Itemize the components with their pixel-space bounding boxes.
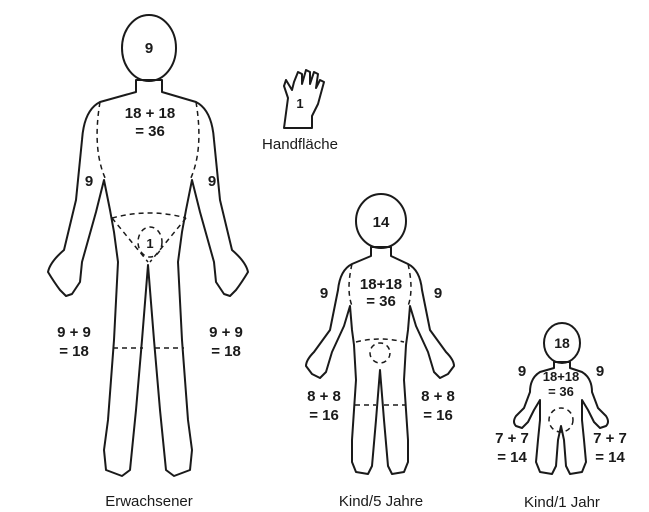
adult-arm-left-label: 9 bbox=[85, 173, 93, 190]
child5-groin-line bbox=[356, 339, 404, 342]
adult-leg-left-label-2: = 18 bbox=[59, 343, 89, 360]
child1-arm-left-label: 9 bbox=[518, 363, 526, 380]
child1-leg-left-label-1: 7 + 7 bbox=[495, 430, 529, 447]
adult-trunk-label-1: 18 + 18 bbox=[125, 105, 175, 122]
adult-leg-right-label-1: 9 + 9 bbox=[209, 324, 243, 341]
child5-trunk-label-2: = 36 bbox=[366, 293, 396, 310]
child5-leg-left-label-1: 8 + 8 bbox=[307, 388, 341, 405]
child5-leg-right-label-1: 8 + 8 bbox=[421, 388, 455, 405]
adult-shoulder-line-right bbox=[190, 102, 199, 180]
adult-trunk-label-2: = 36 bbox=[135, 123, 165, 140]
adult-head-label: 9 bbox=[145, 40, 153, 57]
child5-shoulder-right bbox=[408, 264, 411, 306]
child1-caption: Kind/1 Jahr bbox=[524, 494, 600, 511]
child5-leg-right-label-2: = 16 bbox=[423, 407, 453, 424]
child5-leg-left-label-2: = 16 bbox=[309, 407, 339, 424]
adult-caption: Erwachsener bbox=[105, 493, 193, 510]
child5-caption: Kind/5 Jahre bbox=[339, 493, 423, 510]
adult-leg-left-label-1: 9 + 9 bbox=[57, 324, 91, 341]
child1-head-label: 18 bbox=[554, 335, 570, 351]
child5-figure: 14 18+18 = 36 9 9 8 + 8 = 16 8 + 8 = 16 … bbox=[306, 194, 455, 510]
child1-arm-right-label: 9 bbox=[596, 363, 604, 380]
child5-trunk-label-1: 18+18 bbox=[360, 276, 402, 293]
child5-arm-left-label: 9 bbox=[320, 285, 328, 302]
child5-shoulder-left bbox=[349, 264, 352, 306]
child5-arm-right-label: 9 bbox=[434, 285, 442, 302]
adult-arm-right-label: 9 bbox=[208, 173, 216, 190]
child1-leg-right-label-1: 7 + 7 bbox=[593, 430, 627, 447]
adult-figure: 9 18 + 18 = 36 9 9 1 9 + 9 = 18 9 + 9 = … bbox=[48, 15, 248, 510]
child5-head-label: 14 bbox=[373, 214, 390, 231]
adult-leg-right-label-2: = 18 bbox=[211, 343, 241, 360]
child1-trunk-label-1: 18+18 bbox=[543, 369, 580, 384]
palm-figure: 1 Handfläche bbox=[262, 70, 338, 153]
palm-hand-icon bbox=[284, 70, 324, 128]
child1-leg-left-label-2: = 14 bbox=[497, 449, 527, 466]
child1-figure: 18 18+18 = 36 9 9 7 + 7 = 14 7 + 7 = 14 … bbox=[495, 323, 627, 511]
palm-caption: Handfläche bbox=[262, 136, 338, 153]
child1-trunk-label-2: = 36 bbox=[548, 384, 574, 399]
palm-label: 1 bbox=[296, 96, 303, 111]
adult-groin-line bbox=[112, 213, 186, 218]
adult-shoulder-line bbox=[97, 102, 106, 180]
child5-genital-area bbox=[370, 343, 390, 363]
adult-genital-label: 1 bbox=[146, 236, 153, 251]
child1-leg-right-label-2: = 14 bbox=[595, 449, 625, 466]
